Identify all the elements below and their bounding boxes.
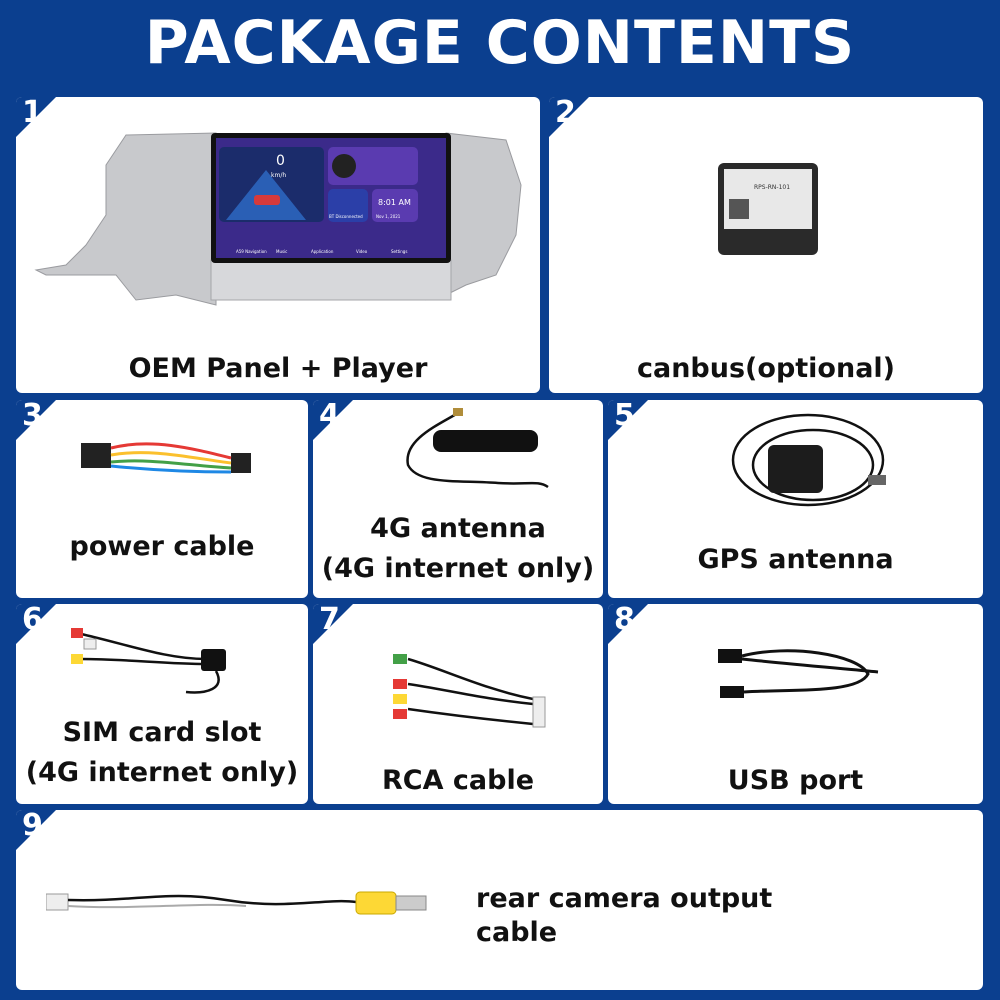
item-card-5: 5 GPS antenna [608, 400, 983, 598]
item-label-line-1: 4G antenna [370, 513, 546, 544]
item-card-3: 3 power cable [16, 400, 308, 598]
item-number: 5 [614, 400, 635, 433]
screen-bt-status: BT Disconnected [329, 214, 363, 219]
4g-antenna-image [406, 408, 549, 489]
item-card-6: 6 SIM card slot (4G internet only) [16, 604, 308, 804]
item-card-7: 7 RCA cable [313, 604, 603, 804]
item-card-9: 9 rear camera output cable [16, 810, 983, 990]
usb-cable-image [718, 649, 879, 698]
item-number: 8 [614, 604, 635, 637]
item-label: USB port [727, 765, 864, 796]
item-number: 2 [555, 97, 576, 130]
item-number: 3 [22, 400, 43, 433]
rear-camera-cable-image [46, 891, 427, 915]
item-label: canbus(optional) [636, 353, 896, 384]
item-number-badge [16, 810, 56, 850]
item-number-badge [313, 400, 353, 440]
item-number-badge [16, 97, 56, 137]
item-label-line-2: (4G internet only) [321, 553, 595, 584]
screen-app-1: Music [276, 249, 287, 254]
screen-date: Nov 1, 2021 [376, 214, 401, 219]
screen-time: 8:01 AM [378, 198, 411, 207]
page-title: PACKAGE CONTENTS [144, 8, 856, 78]
screen-app-0: A59 Navigation [236, 249, 267, 254]
item-number-badge [16, 400, 56, 440]
item-number: 1 [22, 97, 43, 130]
power-cable-image [81, 442, 251, 474]
item-card-2: 2 RPS-RN-101 canbus(optional) [549, 97, 983, 393]
item-label: OEM Panel + Player [128, 353, 428, 384]
item-number: 7 [319, 604, 340, 637]
item-label-line-2: (4G internet only) [25, 757, 299, 788]
item-card-4: 4 4G antenna (4G internet only) [313, 400, 603, 598]
item-label: rear camera output cable [476, 883, 773, 948]
item-number-badge [313, 604, 353, 644]
canbus-box-image: RPS-RN-101 [718, 163, 818, 255]
screen-app-4: Settings [391, 249, 407, 254]
item-number-badge [608, 400, 648, 440]
oem-panel-player-image: 0 km/h 8:01 AM Nov 1, 2021 BT Disconnect… [34, 132, 522, 306]
screen-app-2: Application [311, 249, 334, 254]
item-label: RCA cable [381, 765, 535, 796]
item-number: 6 [22, 604, 43, 637]
sim-card-cable-image [71, 628, 226, 694]
gps-antenna-image [731, 413, 886, 507]
item-label: GPS antenna [697, 544, 894, 575]
screen-speed-unit: km/h [271, 172, 286, 179]
screen-speed: 0 [276, 153, 285, 169]
screen-app-3: Video [356, 249, 368, 254]
item-number-badge [608, 604, 648, 644]
item-number-badge [16, 604, 56, 644]
svg-text:RPS-RN-101: RPS-RN-101 [754, 184, 790, 191]
item-number-badge [549, 97, 589, 137]
item-label: power cable [69, 531, 255, 562]
item-label-line-1: SIM card slot [62, 717, 262, 748]
item-card-8: 8 USB port [608, 604, 983, 804]
item-number: 4 [319, 400, 340, 433]
item-card-1: 1 0 km/h 8:01 AM Nov 1, 2021 BT Disconne… [16, 97, 540, 393]
rca-cable-image [393, 654, 546, 728]
item-number: 9 [22, 810, 43, 843]
